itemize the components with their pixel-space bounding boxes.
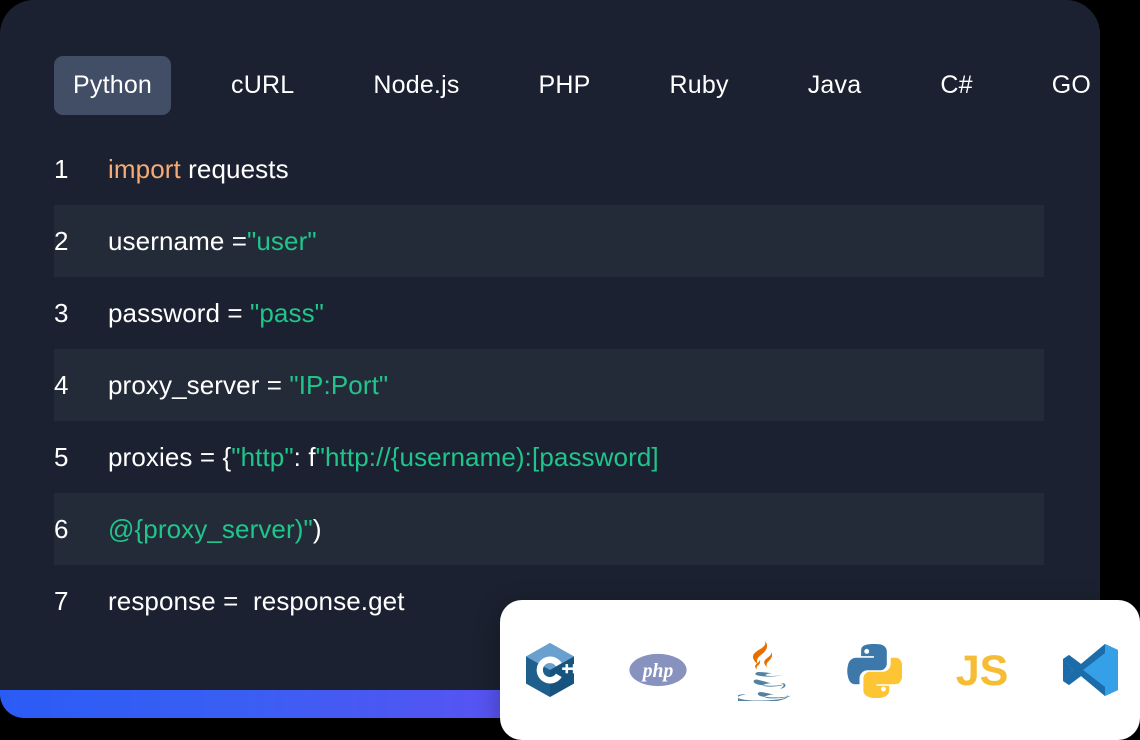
java-icon (737, 641, 795, 701)
code-plain: : f (293, 441, 316, 472)
line-number: 5 (54, 441, 69, 472)
code-line-text: proxies = {"http": f"http://{username):[… (108, 442, 659, 473)
code-line[interactable]: 5 proxies = {"http": f"http://{username):… (0, 421, 1100, 493)
code-line-text: @{proxy_server)") (108, 514, 322, 545)
tab-curl[interactable]: cURL (212, 56, 313, 115)
code-editor[interactable]: 1 import requests 2 username ="user" 3 passwo… (0, 133, 1100, 637)
code-line-text: proxy_server = "IP:Port" (108, 370, 388, 401)
code-line[interactable]: 4 proxy_server = "IP:Port" (0, 349, 1100, 421)
code-plain: proxies = { (108, 441, 232, 472)
line-number: 6 (54, 513, 69, 544)
code-line[interactable]: 6 @{proxy_server)") (0, 493, 1100, 565)
tab-python[interactable]: Python (54, 56, 172, 115)
code-line-text: import requests (108, 154, 289, 185)
code-line-text: response = response.get (108, 586, 405, 617)
code-keyword: import (108, 153, 181, 184)
code-line[interactable]: 2 username ="user" (0, 205, 1100, 277)
tab-php[interactable]: PHP (520, 56, 610, 115)
language-tab-bar: Python cURL Node.js PHP Ruby Java C# GO (54, 56, 1100, 115)
technology-logo-card: php (500, 600, 1140, 740)
line-number: 1 (54, 153, 69, 184)
line-number: 7 (54, 585, 69, 616)
javascript-icon: JS (953, 641, 1011, 699)
code-line[interactable]: 7 response = response.get (0, 565, 1100, 637)
tab-go[interactable]: GO (1033, 56, 1100, 115)
tab-label: Node.js (373, 71, 460, 99)
line-number: 4 (54, 369, 69, 400)
code-plain: ) (312, 513, 322, 544)
code-string: "http://{username):[password] (315, 441, 659, 472)
tab-label: GO (1051, 71, 1091, 99)
code-string: "pass" (250, 297, 324, 328)
code-line[interactable]: 3 password = "pass" (0, 277, 1100, 349)
tab-label: Python (73, 71, 153, 99)
code-plain: proxy_server = (108, 369, 290, 400)
code-line-highlight (54, 205, 1044, 277)
php-icon: php (629, 641, 687, 699)
code-line-text: password = "pass" (108, 298, 324, 329)
code-line-text: username ="user" (108, 226, 317, 257)
line-number: 2 (54, 225, 69, 256)
tab-label: C# (940, 71, 973, 99)
tab-java[interactable]: Java (789, 56, 881, 115)
code-line-highlight (54, 493, 1044, 565)
tab-csharp[interactable]: C# (921, 56, 991, 115)
code-string: "IP:Port" (289, 369, 389, 400)
line-number: 3 (54, 297, 69, 328)
tab-label: Java (807, 71, 862, 99)
code-plain: requests (180, 153, 289, 184)
code-plain: username = (108, 225, 248, 256)
tab-nodejs[interactable]: Node.js (354, 56, 478, 115)
code-panel: Python cURL Node.js PHP Ruby Java C# GO … (0, 0, 1100, 690)
code-line-highlight (54, 349, 1044, 421)
python-icon (845, 641, 903, 699)
code-line[interactable]: 1 import requests (0, 133, 1100, 205)
code-string: "http" (231, 441, 294, 472)
svg-text:php: php (641, 661, 674, 682)
code-plain: response = response.get (108, 585, 405, 616)
tab-label: cURL (231, 71, 295, 99)
code-string: @{proxy_server)" (108, 513, 313, 544)
vscode-icon (1061, 641, 1119, 699)
tab-label: PHP (538, 71, 591, 99)
tab-label: Ruby (669, 71, 729, 99)
cplusplus-icon (521, 641, 579, 699)
tab-ruby[interactable]: Ruby (651, 56, 748, 115)
code-string: "user" (247, 225, 317, 256)
svg-text:JS: JS (956, 647, 1009, 695)
code-plain: password = (108, 297, 251, 328)
